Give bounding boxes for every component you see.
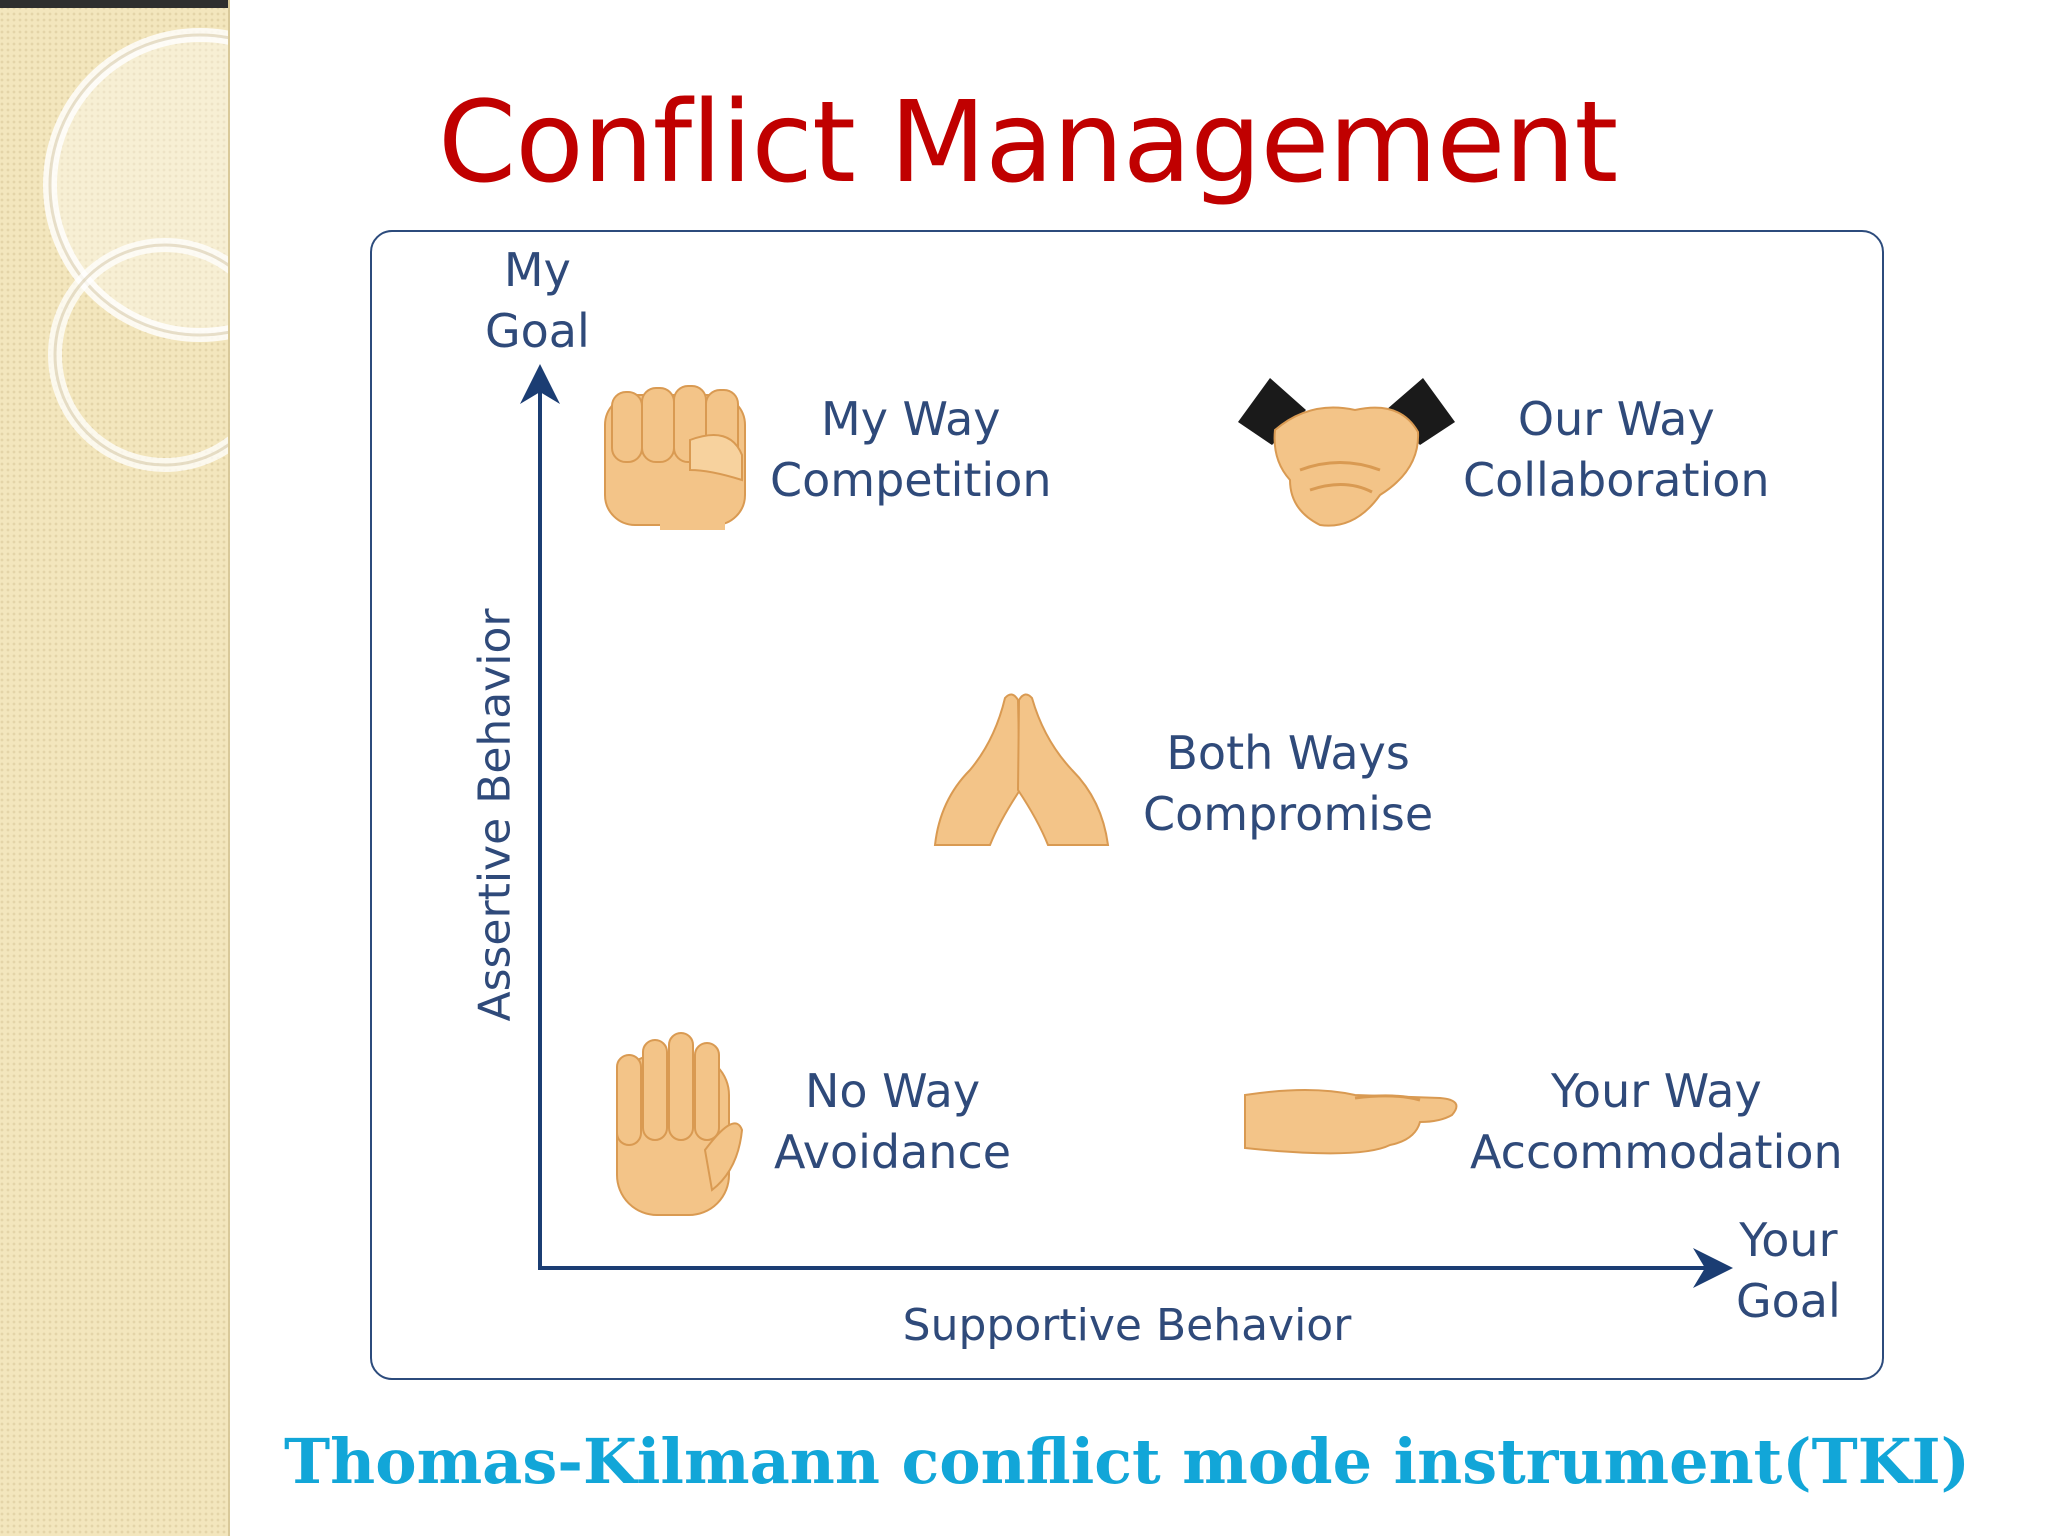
mode-label-accommodation: Your Way Accommodation xyxy=(1470,1061,1843,1183)
mode-label-avoidance: No Way Avoidance xyxy=(774,1061,1011,1183)
mode-label-compromise: Both Ways Compromise xyxy=(1143,723,1433,845)
mode-collaboration-line1: Our Way xyxy=(1517,392,1715,446)
mode-competition-line1: My Way xyxy=(821,392,1001,446)
mode-compromise-line1: Both Ways xyxy=(1166,726,1410,780)
mode-label-collaboration: Our Way Collaboration xyxy=(1463,389,1770,511)
x-axis-end-line2: Goal xyxy=(1736,1274,1841,1328)
mode-label-competition: My Way Competition xyxy=(770,389,1052,511)
mode-accommodation-line2: Accommodation xyxy=(1470,1125,1843,1179)
y-axis-end-line2: Goal xyxy=(485,304,590,358)
slide-title: Conflict Management xyxy=(438,78,1618,208)
mode-avoidance-line2: Avoidance xyxy=(774,1125,1012,1179)
raised-hand-icon xyxy=(616,1032,744,1216)
decorative-side-band xyxy=(0,0,230,1536)
mode-compromise-line2: Compromise xyxy=(1143,787,1434,841)
mode-collaboration-line2: Collaboration xyxy=(1463,453,1770,507)
mode-competition-line2: Competition xyxy=(770,453,1052,507)
decorative-rings xyxy=(0,0,228,472)
y-axis-end-line1: My xyxy=(503,243,571,297)
x-axis-end-label: Your Goal xyxy=(1736,1210,1841,1332)
mode-avoidance-line1: No Way xyxy=(804,1064,981,1118)
x-axis-label: Supportive Behavior xyxy=(902,1300,1352,1351)
y-axis-end-label: My Goal xyxy=(485,240,590,362)
slide-caption: Thomas-Kilmann conflict mode instrument(… xyxy=(284,1425,1970,1498)
fist-icon xyxy=(604,385,746,530)
x-axis-end-line1: Your xyxy=(1739,1213,1838,1267)
pressed-hands-icon xyxy=(933,693,1110,846)
handshake-icon xyxy=(1238,378,1455,527)
mode-accommodation-line1: Your Way xyxy=(1550,1064,1762,1118)
y-axis-label: Assertive Behavior xyxy=(469,608,521,1022)
open-hand-icon xyxy=(1244,1089,1458,1155)
